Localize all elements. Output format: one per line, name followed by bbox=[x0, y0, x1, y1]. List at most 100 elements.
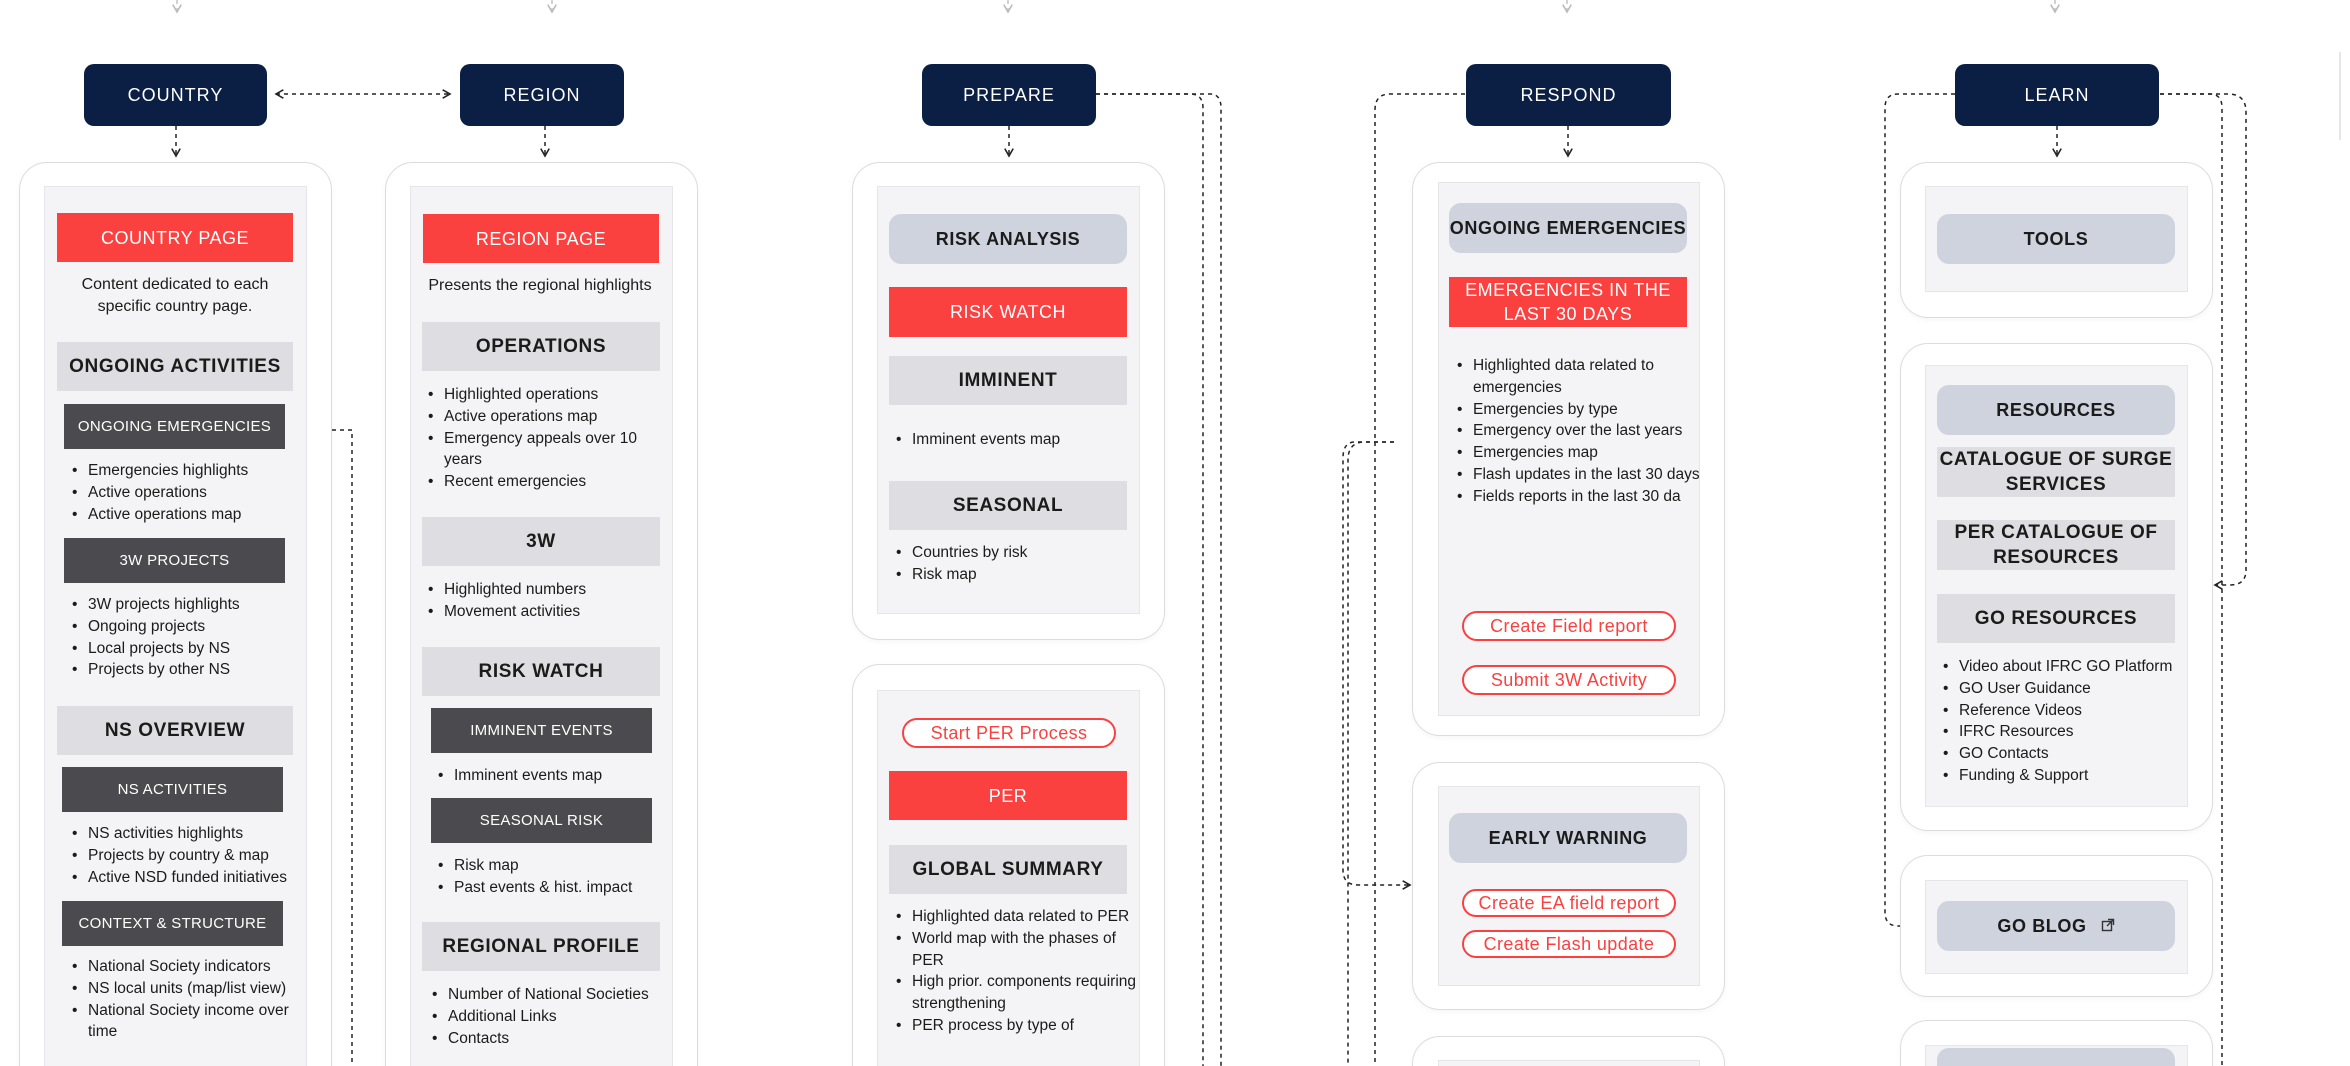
list-item: NS activities highlights bbox=[72, 823, 318, 845]
list-item: Countries by risk bbox=[896, 542, 1142, 564]
list-item: Flash updates in the last 30 days bbox=[1457, 464, 1708, 486]
region-risk-watch-heading: RISK WATCH bbox=[422, 647, 660, 696]
imminent-list: Imminent events map bbox=[894, 429, 1142, 451]
ongoing-emergencies-subheading: ONGOING EMERGENCIES bbox=[64, 404, 285, 449]
list-item: Active operations map bbox=[428, 406, 669, 428]
respond-next-frame bbox=[1438, 1060, 1700, 1066]
list-item: World map with the phases of PER bbox=[896, 928, 1137, 972]
list-item: Active NSD funded initiatives bbox=[72, 867, 318, 889]
global-summary-heading: GLOBAL SUMMARY bbox=[889, 845, 1127, 894]
list-item: Emergencies by type bbox=[1457, 399, 1708, 421]
list-item: Highlighted operations bbox=[428, 384, 669, 406]
list-item: National Society income over time bbox=[72, 1000, 303, 1044]
list-item: Additional Links bbox=[432, 1006, 683, 1028]
list-item: Emergencies map bbox=[1457, 442, 1708, 464]
list-item: Highlighted numbers bbox=[428, 579, 669, 601]
go-blog-link[interactable]: GO BLOG bbox=[1937, 901, 2175, 951]
list-item: Active operations bbox=[72, 482, 318, 504]
create-field-report-button[interactable]: Create Field report bbox=[1462, 611, 1676, 641]
imminent-events-subheading: IMMINENT EVENTS bbox=[431, 708, 652, 753]
external-link-icon bbox=[2101, 918, 2115, 935]
emergencies-last-30-days-header: EMERGENCIES IN THE LAST 30 DAYS bbox=[1449, 277, 1687, 327]
nav-region-button[interactable]: REGION bbox=[460, 64, 624, 126]
regional-profile-list: Number of National Societies Additional … bbox=[430, 984, 683, 1049]
region-page-header: REGION PAGE bbox=[423, 214, 659, 263]
seasonal-heading: SEASONAL bbox=[889, 481, 1127, 530]
nav-country-button[interactable]: COUNTRY bbox=[84, 64, 267, 126]
list-item: 3W projects highlights bbox=[72, 594, 318, 616]
list-item: Active operations map bbox=[72, 504, 318, 526]
ns-activities-list: NS activities highlights Projects by cou… bbox=[70, 823, 318, 888]
regional-profile-heading: REGIONAL PROFILE bbox=[422, 922, 660, 971]
emergencies-last-30-days-list: Highlighted data related to emergencies … bbox=[1455, 355, 1708, 508]
seasonal-list: Countries by risk Risk map bbox=[894, 542, 1142, 586]
list-item: IFRC Resources bbox=[1943, 721, 2199, 743]
create-ea-field-report-button[interactable]: Create EA field report bbox=[1462, 889, 1676, 917]
risk-analysis-heading: RISK ANALYSIS bbox=[889, 214, 1127, 264]
region-page-description: Presents the regional highlights bbox=[428, 277, 652, 294]
imminent-events-list: Imminent events map bbox=[436, 765, 679, 787]
list-item: GO Contacts bbox=[1943, 743, 2199, 765]
3w-projects-subheading: 3W PROJECTS bbox=[64, 538, 285, 583]
list-item: Video about IFRC GO Platform bbox=[1943, 656, 2199, 678]
context-structure-subheading: CONTEXT & STRUCTURE bbox=[62, 901, 283, 946]
list-item: Number of National Societies bbox=[432, 984, 683, 1006]
ongoing-emergencies-list: Emergencies highlights Active operations… bbox=[70, 460, 318, 525]
list-item: High prior. components requiring strengt… bbox=[896, 971, 1137, 1015]
operations-heading: OPERATIONS bbox=[422, 322, 660, 371]
catalogue-surge-services-heading: CATALOGUE OF SURGE SERVICES bbox=[1937, 447, 2175, 497]
list-item: Recent emergencies bbox=[428, 471, 669, 493]
list-item: Projects by country & map bbox=[72, 845, 318, 867]
go-resources-list: Video about IFRC GO Platform GO User Gui… bbox=[1941, 656, 2199, 787]
list-item: Local projects by NS bbox=[72, 638, 318, 660]
list-item: Emergencies highlights bbox=[72, 460, 318, 482]
list-item: National Society indicators bbox=[72, 956, 303, 978]
tools-heading: TOOLS bbox=[1937, 214, 2175, 264]
ns-activities-subheading: NS ACTIVITIES bbox=[62, 767, 283, 812]
per-catalogue-resources-heading: PER CATALOGUE OF RESOURCES bbox=[1937, 520, 2175, 570]
list-item: GO User Guidance bbox=[1943, 678, 2199, 700]
list-item: Emergency appeals over 10 years bbox=[428, 428, 669, 472]
imminent-heading: IMMINENT bbox=[889, 356, 1127, 405]
ongoing-emergencies-heading: ONGOING EMERGENCIES bbox=[1449, 203, 1687, 253]
nav-respond-button[interactable]: RESPOND bbox=[1466, 64, 1671, 126]
list-item: Contacts bbox=[432, 1028, 683, 1050]
context-structure-list: National Society indicators NS local uni… bbox=[70, 956, 303, 1043]
early-warning-heading: EARLY WARNING bbox=[1449, 813, 1687, 863]
country-page-header: COUNTRY PAGE bbox=[57, 213, 293, 262]
create-flash-update-button[interactable]: Create Flash update bbox=[1462, 930, 1676, 958]
operations-list: Highlighted operations Active operations… bbox=[426, 384, 669, 493]
list-item: Movement activities bbox=[428, 601, 669, 623]
nav-prepare-button[interactable]: PREPARE bbox=[922, 64, 1096, 126]
submit-3w-activity-button[interactable]: Submit 3W Activity bbox=[1462, 665, 1676, 695]
list-item: NS local units (map/list view) bbox=[72, 978, 303, 1000]
list-item: Imminent events map bbox=[896, 429, 1142, 451]
list-item: Reference Videos bbox=[1943, 700, 2199, 722]
resources-heading: RESOURCES bbox=[1937, 385, 2175, 435]
list-item: Risk map bbox=[438, 855, 679, 877]
risk-watch-header: RISK WATCH bbox=[889, 287, 1127, 337]
go-resources-heading: GO RESOURCES bbox=[1937, 594, 2175, 643]
seasonal-risk-list: Risk map Past events & hist. impact bbox=[436, 855, 679, 899]
list-item: Ongoing projects bbox=[72, 616, 318, 638]
list-item: Projects by other NS bbox=[72, 659, 318, 681]
list-item: Risk map bbox=[896, 564, 1142, 586]
list-item: Highlighted data related to PER bbox=[896, 906, 1137, 928]
start-per-process-button[interactable]: Start PER Process bbox=[902, 718, 1116, 748]
list-item: Past events & hist. impact bbox=[438, 877, 679, 899]
3w-projects-list: 3W projects highlights Ongoing projects … bbox=[70, 594, 318, 681]
list-item: Funding & Support bbox=[1943, 765, 2199, 787]
global-summary-list: Highlighted data related to PER World ma… bbox=[894, 906, 1137, 1037]
3w-list: Highlighted numbers Movement activities bbox=[426, 579, 669, 623]
ongoing-activities-heading: ONGOING ACTIVITIES bbox=[57, 342, 293, 391]
nav-learn-button[interactable]: LEARN bbox=[1955, 64, 2159, 126]
learn-next-heading bbox=[1937, 1048, 2175, 1066]
list-item: Fields reports in the last 30 da bbox=[1457, 486, 1708, 508]
country-page-description: Content dedicated to each specific count… bbox=[81, 276, 269, 315]
seasonal-risk-subheading: SEASONAL RISK bbox=[431, 798, 652, 843]
list-item: Imminent events map bbox=[438, 765, 679, 787]
list-item: Highlighted data related to emergencies bbox=[1457, 355, 1708, 399]
ns-overview-heading: NS OVERVIEW bbox=[57, 706, 293, 755]
3w-heading: 3W bbox=[422, 517, 660, 566]
